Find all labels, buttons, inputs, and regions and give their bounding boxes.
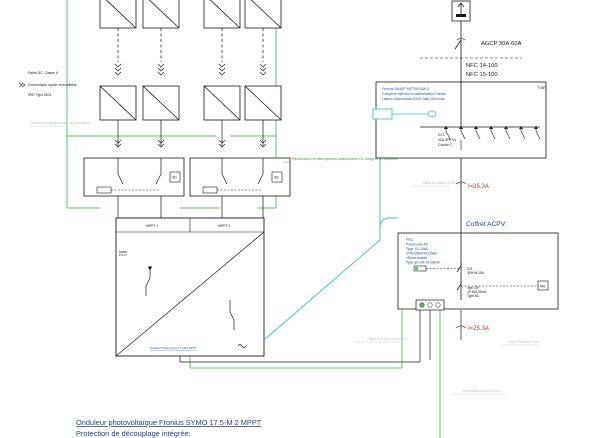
nfc1-label: NFC 14-100	[466, 63, 498, 69]
coffret-line-6: Type gG 2M 10x38mm	[406, 261, 440, 265]
smart-meter	[372, 108, 393, 120]
dc-disconnect-box-2: SD	[189, 157, 291, 197]
connector-legend-icon	[18, 82, 26, 88]
ac-cable-note-2: Câble 5G6mm² 50m	[508, 340, 539, 344]
compteur-line-1: Fronius SMART METER 63A-3	[382, 87, 429, 91]
ground-wiring	[66, 0, 441, 438]
inverter-switch-ac	[229, 300, 235, 330]
coffret-line-5: +Porte-fusible	[406, 256, 427, 260]
pv-panel-top-3	[203, 0, 241, 29]
fiber-note: Câble de liaison RJ45 Cat6	[422, 181, 463, 185]
ct-sensor	[427, 110, 437, 118]
nfc2-label: NFC 15-100	[466, 72, 498, 78]
dc-disconnect-box-1: SD	[83, 157, 185, 197]
grid-connection: AGCP 30A-60A NFC 14-100 NFC 15-100	[420, 0, 522, 82]
coffret-acpv: PRC Parafoudre AC Type 1/2 20kA 275V/280…	[397, 232, 559, 311]
footer-title-line-2: Protection de découplage intégrée:	[76, 429, 191, 438]
breaker-triangles	[444, 126, 538, 129]
mc4-connectors-top	[114, 63, 267, 76]
ac-symbol-icon	[237, 344, 247, 348]
mc4-connectors-bottom	[114, 120, 267, 148]
connector-legend-label: Connectique rapide verrouillable	[28, 83, 77, 87]
inverter-model-strip: Onduleur Fronius Symo 17.5-M 2 MPPT	[150, 346, 197, 350]
dc-symbol-icon	[119, 251, 127, 256]
pv-panel-bottom-2	[142, 85, 180, 121]
agcp-label: AGCP 30A-60A	[481, 41, 522, 47]
left-notes: Partie DC: Classe II Connectique rapide …	[18, 71, 90, 127]
pv-panel-bottom-1	[99, 85, 137, 121]
diff-line-3: Type AC	[467, 294, 480, 298]
footer-title-line-1: Onduleur photovoltaïque Fronius SYMO 17.…	[76, 418, 262, 427]
inverter: MPPT 1 MPPT 2 Onduleur Fronius Symo 17.5…	[115, 217, 265, 357]
breaker-line-2: 32A 3PH+N	[438, 138, 456, 142]
mppt2-label: MPPT 2	[218, 224, 230, 228]
dc-conductors	[117, 196, 264, 218]
diff-line-1: Inter DIF	[467, 286, 479, 290]
coffret-line-2: Parafoudre AC	[406, 243, 429, 247]
pv-panel-bottom-3	[203, 85, 241, 121]
current-label-2: I=25.3A	[468, 326, 489, 332]
current-label-1: I=25.3A	[468, 184, 489, 190]
grid-arrow-icon	[457, 2, 465, 8]
breaker-line-1: DJ1	[438, 133, 444, 137]
pv-panel-top-1	[99, 0, 137, 29]
current-arrow-1-icon	[455, 181, 467, 185]
pv-panel-top-2	[142, 0, 180, 29]
inverter-switch-dc	[145, 266, 153, 296]
ac-output-lines	[179, 310, 431, 363]
partie-dc-label: Partie DC: Classe II	[28, 71, 58, 75]
string-dashed-lines	[117, 28, 264, 62]
diff-line-2: 4P 40A 30mA	[467, 290, 487, 294]
earth-conductor-note: Conducteur cuivre 16mm²	[462, 389, 502, 393]
coffret-line-3: Type 1/2 20kA	[406, 247, 428, 251]
cable-notes: Câble de liaison RJ45 Cat6 Câble 5G6 mm²…	[355, 181, 540, 395]
pv-panels-bottom	[99, 85, 282, 121]
mppt1-label: MPPT 1	[146, 224, 158, 228]
coffret-line-4: 275V/280V/4x125kA	[406, 252, 438, 256]
svg-text:SD: SD	[274, 176, 279, 180]
pv-panels-top	[99, 0, 282, 29]
tgbt-label: TGBT	[537, 86, 546, 90]
pv-panel-bottom-4	[244, 85, 282, 121]
ac-cable-note: Câble 5G6 mm² U1000R2V	[367, 337, 409, 341]
compteur-line-3: Liaison Data cordon RJ45 Cat6 10/m max	[382, 97, 445, 101]
breaker-line-3: Courbe C	[438, 143, 453, 147]
dj-line-2: 3PH+N 25A	[467, 271, 485, 275]
ip-legend-label: IP67 Type MC4	[28, 93, 51, 97]
equipotential-note: Conducteur équipotentiel de la structure	[30, 121, 90, 125]
compteur-line-2: Compteur Injection consommation Fronius	[382, 92, 446, 96]
pv-panel-top-4	[244, 0, 282, 29]
dj-line-1: DJ1	[467, 267, 473, 271]
dc-box-note: Parafoudres et interrupteurs-sectionneur…	[292, 157, 399, 161]
monitor-module	[537, 280, 549, 291]
svg-text:SD: SD	[172, 176, 177, 180]
coffret-title: Coffret ACPV:	[466, 221, 507, 228]
tgbt-panel: TGBT Fronius SMART METER 63A-3 Compteur …	[372, 81, 547, 159]
footer: Onduleur photovoltaïque Fronius SYMO 17.…	[76, 418, 262, 438]
svg-text:MA: MA	[540, 285, 546, 289]
coffret-line-1: PRC	[406, 238, 414, 242]
